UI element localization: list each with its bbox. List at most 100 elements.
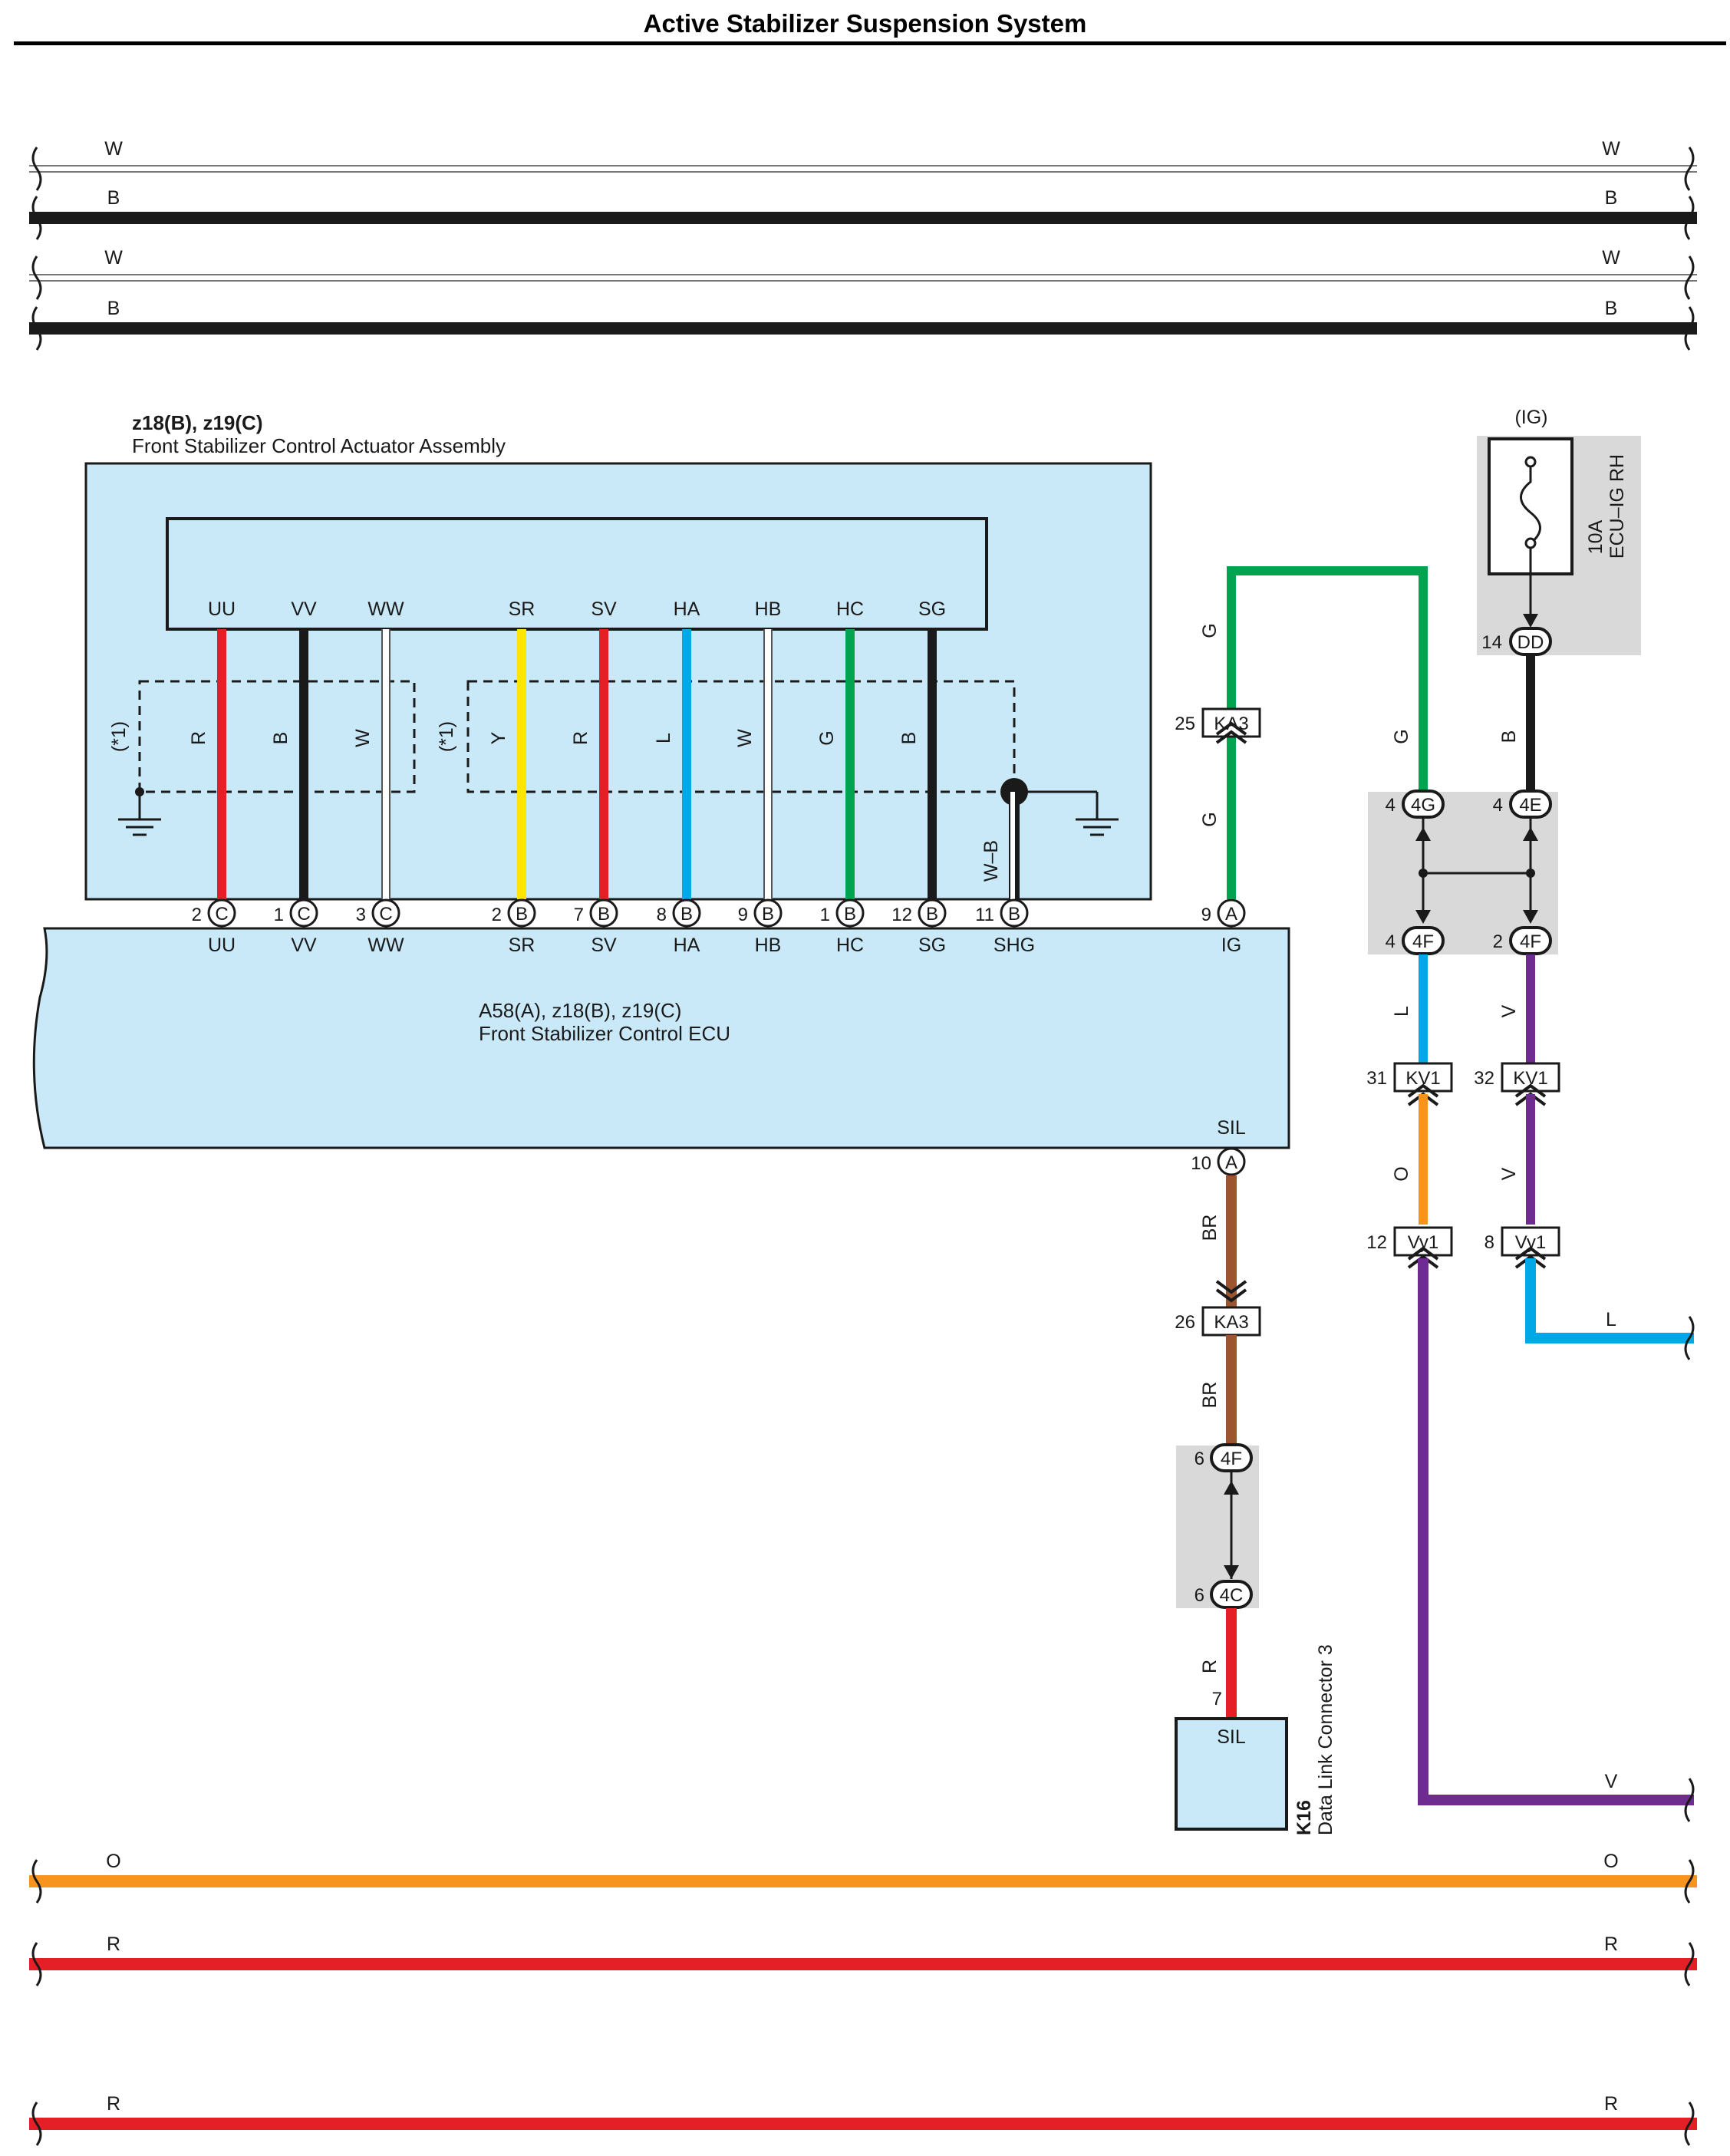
dlc-terminal: SIL — [1217, 1726, 1246, 1748]
ecu-pin-ww-label: C — [379, 904, 392, 925]
sil-jb-arrow-down — [1224, 1565, 1239, 1579]
ecu-pin-name-ha: HA — [674, 935, 700, 956]
junction-pin-4f-left-num: 4 — [1386, 931, 1396, 952]
actuator-terminal-uu: UU — [208, 598, 236, 620]
ecu-pin-sv — [589, 898, 618, 928]
sil-wire-3-label: R — [1199, 1660, 1221, 1673]
ecu-pin-name-ww: WW — [367, 935, 404, 956]
sil-jb-out — [1210, 1580, 1253, 1609]
dlc-box — [1175, 1717, 1288, 1831]
ka3-ig-chevron — [1215, 721, 1247, 744]
vy1-v-wire — [1418, 1258, 1694, 1805]
actuator-wire-label-ha: L — [653, 733, 674, 743]
junction-pin-4f-left — [1402, 926, 1445, 955]
ecu-pin-ig-label: A — [1225, 904, 1237, 925]
ig-wire-label-upper: G — [1199, 623, 1221, 638]
dlc-code: K16 — [1293, 1800, 1315, 1835]
actuator-terminal-hb: HB — [755, 598, 782, 620]
bus-bottom-1-label-left: R — [107, 1933, 120, 1955]
ecu-pin-num-sr: 2 — [492, 905, 502, 925]
junction-node-left — [1419, 869, 1428, 878]
ecu-pin-vv — [289, 898, 318, 928]
junction-arrow-out-left — [1415, 910, 1431, 924]
vy1-l-wire-break — [1684, 1316, 1695, 1360]
ecu-pin-uu — [207, 898, 236, 928]
sil-jb-in-num: 6 — [1195, 1449, 1204, 1469]
kv1-pin-31: 31 — [1366, 1068, 1387, 1089]
bus-top-1-break-left — [31, 196, 42, 240]
shield-box-sensor — [466, 680, 1016, 793]
ecu-box — [32, 927, 1290, 1149]
fuse-element — [1520, 462, 1541, 545]
page-title: Active Stabilizer Suspension System — [643, 9, 1087, 38]
bus-bottom-0-label-right: O — [1603, 1851, 1618, 1872]
fuse-dd-pin — [1509, 627, 1552, 656]
bus-top-3-label-left: B — [107, 298, 120, 319]
ecu-sil-num: 10 — [1191, 1153, 1211, 1174]
actuator-terminal-vv: VV — [291, 598, 317, 620]
ecu-pin-ha-label: B — [680, 904, 693, 925]
bus-top-1-label-right: B — [1605, 187, 1618, 209]
actuator-terminal-ha: HA — [674, 598, 700, 620]
fuse-b-wire-label: B — [1498, 730, 1520, 743]
sil-ka3-connector — [1201, 1306, 1261, 1337]
ecu-pin-name-sv: SV — [591, 935, 617, 956]
dlc-name: Data Link Connector 3 — [1315, 1644, 1336, 1835]
actuator-terminal-ww: WW — [367, 598, 404, 620]
bus-top-2-break-right — [1684, 255, 1695, 300]
vy1-l-wire — [1525, 1258, 1694, 1343]
fuse-rating: 10A — [1585, 519, 1606, 554]
junction-pin-4f-right — [1509, 926, 1552, 955]
bus-top-2-break-left — [31, 255, 42, 300]
vy1-connector-8 — [1501, 1226, 1560, 1257]
sil-ka3-connector-label: KA3 — [1214, 1312, 1248, 1333]
junction-pin-4f-right-num: 2 — [1493, 931, 1503, 952]
bus-top-0-label-right: W — [1602, 138, 1620, 160]
ecu-pin-num-hb: 9 — [738, 905, 748, 925]
kv1-wire-label-32: V — [1498, 1167, 1520, 1180]
ecu-pin-sg — [918, 898, 947, 928]
junction-l-wire-label: L — [1391, 1006, 1412, 1017]
bus-bottom-0-break-right — [1684, 1859, 1695, 1904]
actuator-wire-label-hc: G — [816, 730, 838, 745]
actuator-wire-label-hb: W — [734, 729, 756, 747]
sil-jb-out-label: 4C — [1220, 1585, 1244, 1606]
ecu-pin-name-vv: VV — [291, 935, 317, 956]
actuator-terminal-sr: SR — [509, 598, 535, 620]
sil-jb-shade — [1176, 1446, 1259, 1608]
ecu-pin-ig — [1217, 898, 1246, 928]
ecu-sil-name: SIL — [1217, 1117, 1246, 1139]
junction-v-wire-label: V — [1498, 1004, 1520, 1017]
ecu-code: A58(A), z18(B), z19(C) — [479, 999, 681, 1022]
bus-bottom-2-break-right — [1684, 2102, 1695, 2146]
ecu-pin-shg-label: B — [1008, 904, 1020, 925]
junction-arrow-out-right — [1523, 910, 1538, 924]
shield-label-sensor: (*1) — [436, 721, 457, 752]
junction-pin-4e-label: 4E — [1519, 795, 1541, 816]
actuator-terminal-sg: SG — [918, 598, 946, 620]
ecu-pin-hc — [835, 898, 865, 928]
ecu-pin-sil-label: A — [1225, 1152, 1237, 1173]
ecu-pin-hb — [753, 898, 783, 928]
junction-pin-4g-label: 4G — [1411, 795, 1435, 816]
dlc-pin-num: 7 — [1212, 1689, 1222, 1709]
sil-jb-in-label: 4F — [1221, 1449, 1242, 1469]
fuse-dd-num: 14 — [1481, 632, 1502, 653]
bus-bottom-2-label-left: R — [107, 2093, 120, 2115]
bus-bottom-1-label-right: R — [1604, 1933, 1618, 1955]
actuator-wire-label-sv: R — [570, 731, 591, 745]
ecu-pin-num-sv: 7 — [574, 905, 584, 925]
junction-pin-4g-num: 4 — [1386, 795, 1396, 816]
junction-pin-4e-num: 4 — [1493, 795, 1503, 816]
junction-pin-4f-left-label: 4F — [1412, 931, 1434, 952]
fuse-terminal-bottom — [1524, 537, 1537, 549]
ecu-pin-num-uu: 2 — [192, 905, 202, 925]
bus-top-1-label-left: B — [107, 187, 120, 209]
bus-bottom-2-break-left — [31, 2102, 42, 2146]
fuse-arrow — [1523, 614, 1538, 628]
ecu-pin-name-ig: IG — [1221, 935, 1241, 956]
bus-top-0-break-right — [1684, 147, 1695, 191]
bus-top-0-label-left: W — [104, 138, 123, 160]
ka3-ig-pin: 25 — [1175, 714, 1195, 734]
